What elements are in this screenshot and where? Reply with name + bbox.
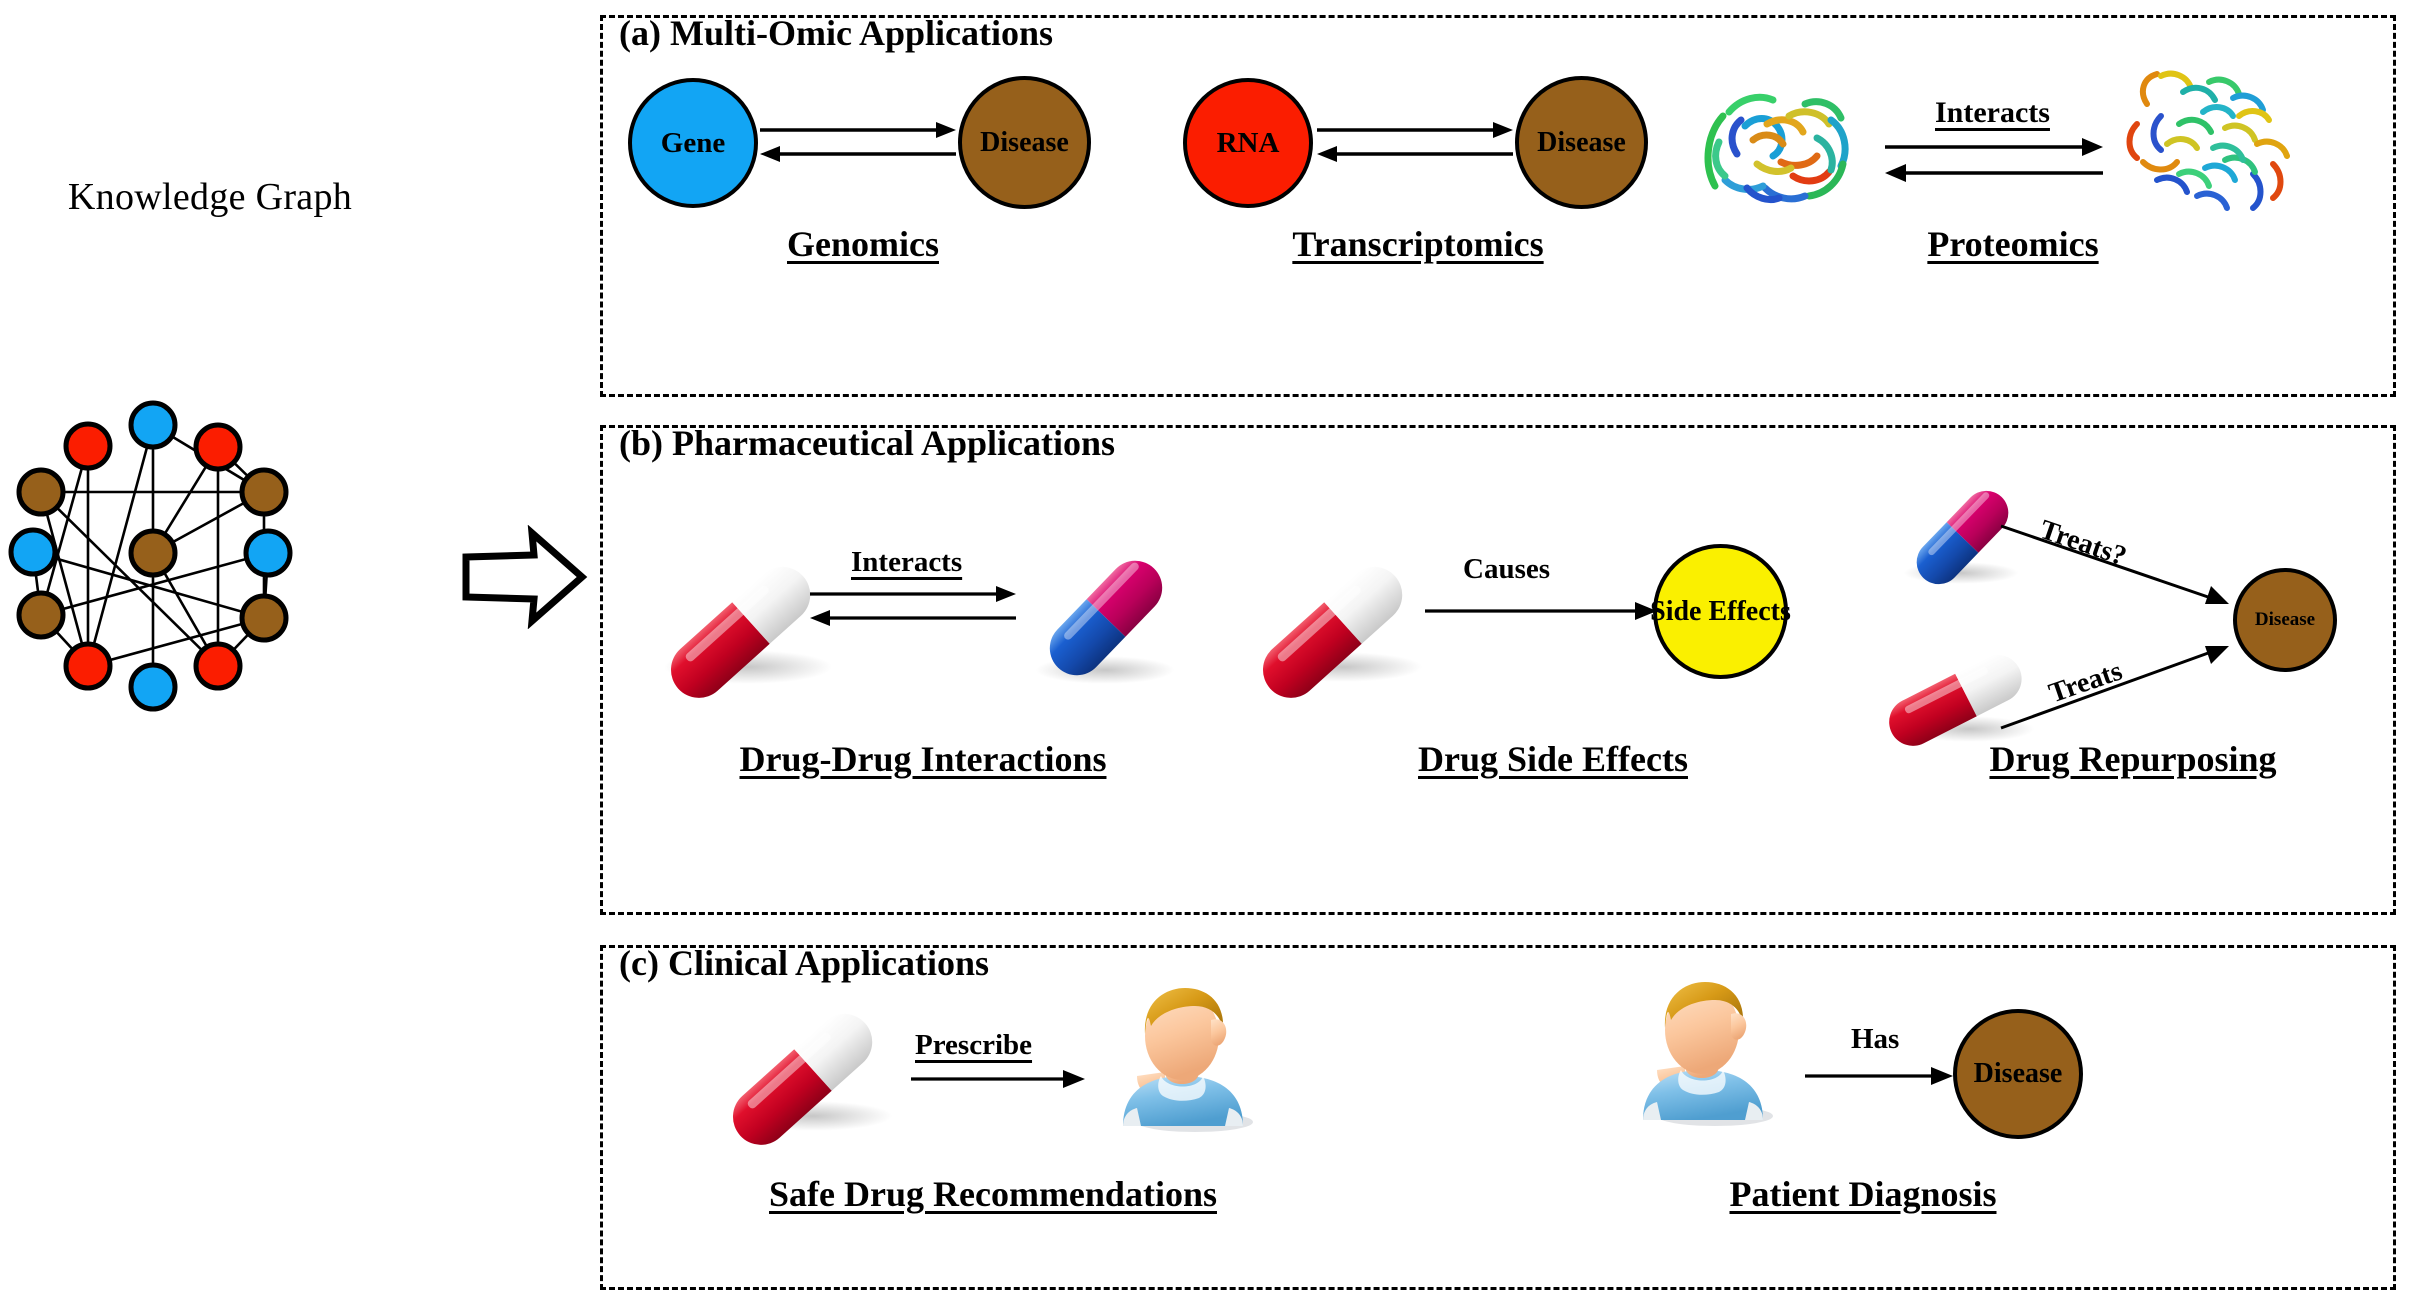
relation-label-interacts-proteomics: Interacts (1935, 96, 2050, 129)
knowledge-graph-node (63, 421, 113, 471)
arrow-drug-side-effects (1425, 602, 1657, 620)
node-disease-genomics-label: Disease (980, 126, 1069, 158)
knowledge-graph-canvas (8, 400, 293, 712)
capsule-pink-blue-icon (1885, 460, 2040, 615)
node-gene-label: Gene (660, 126, 726, 159)
relation-label-has: Has (1851, 1023, 1900, 1055)
arrow-repurpose-treats-question (2000, 524, 2229, 604)
node-side-effects-label: Side Effects (1650, 595, 1791, 627)
knowledge-graph-node (239, 467, 289, 517)
capsule-red-white-icon (1243, 523, 1443, 723)
panel-clinical: (c) Clinical Applications Prescribe (600, 943, 2396, 1290)
capsule-pink-blue-icon (1011, 523, 1201, 713)
knowledge-graph-edge (40, 551, 269, 617)
arrow-repurpose-treats (2000, 646, 2229, 730)
protein-structure-right-icon (2113, 64, 2313, 224)
capsule-red-white-icon (713, 970, 913, 1170)
arrow-protein-protein (1885, 138, 2103, 182)
relation-label-causes: Causes (1463, 553, 1551, 585)
node-disease-transcriptomics: Disease (1515, 76, 1648, 209)
node-disease-diagnosis-label: Disease (1973, 1058, 2063, 1089)
knowledge-graph: Knowledge Graph (0, 175, 560, 795)
node-disease-transcriptomics-label: Disease (1537, 126, 1626, 158)
arrow-drug-drug (810, 586, 1016, 626)
knowledge-graph-title: Knowledge Graph (67, 176, 353, 218)
arrow-gene-disease (760, 122, 956, 162)
knowledge-graph-node (8, 527, 58, 577)
knowledge-graph-node (128, 662, 178, 712)
caption-drug-side-effects: Drug Side Effects (1418, 739, 1688, 779)
knowledge-graph-node (16, 467, 66, 517)
knowledge-graph-node (128, 400, 178, 450)
knowledge-graph-edge (86, 424, 155, 667)
node-rna-label: RNA (1216, 126, 1280, 159)
patient-avatar-icon (1623, 970, 1783, 1130)
knowledge-graph-node (63, 641, 113, 691)
panel-b-title: (b) Pharmaceutical Applications (619, 423, 1115, 463)
knowledge-graph-edge (39, 445, 90, 616)
node-disease-repurposing-label: Disease (2254, 609, 2316, 630)
knowledge-graph-node (239, 593, 289, 643)
arrow-has-disease (1805, 1067, 1953, 1085)
protein-structure-left-icon (1693, 68, 1873, 218)
node-gene: Gene (628, 78, 758, 208)
node-disease-repurposing: Disease (2233, 568, 2337, 672)
panel-c-title: (c) Clinical Applications (619, 943, 990, 983)
knowledge-graph-node (243, 528, 293, 578)
knowledge-graph-node (193, 641, 243, 691)
knowledge-graph-node (128, 528, 178, 578)
knowledge-graph-edge (87, 616, 265, 668)
node-rna: RNA (1183, 78, 1313, 208)
node-disease-diagnosis: Disease (1953, 1009, 2083, 1139)
knowledge-graph-edge (39, 491, 90, 667)
relation-label-interacts-drugs: Interacts (851, 546, 963, 578)
arrow-rna-disease (1317, 122, 1513, 162)
panel-multi-omic: (a) Multi-Omic Applications Gene Disease… (600, 13, 2396, 397)
capsule-red-white-icon (1881, 610, 2051, 780)
caption-drug-drug-interactions: Drug-Drug Interactions (739, 739, 1107, 779)
caption-patient-diagnosis: Patient Diagnosis (1729, 1174, 1997, 1214)
node-side-effects: Side Effects (1650, 544, 1791, 679)
capsule-red-white-icon (651, 523, 851, 723)
caption-proteomics: Proteomics (1927, 224, 2099, 264)
knowledge-graph-node (16, 590, 66, 640)
panel-a-title: (a) Multi-Omic Applications (619, 13, 1053, 53)
caption-genomics: Genomics (787, 224, 939, 264)
panel-pharmaceutical: (b) Pharmaceutical Applications (600, 423, 2396, 915)
caption-safe-drug-recommendations: Safe Drug Recommendations (769, 1174, 1217, 1214)
node-disease-genomics: Disease (958, 76, 1091, 209)
block-arrow-right-icon (462, 525, 588, 629)
arrow-prescribe (911, 1070, 1085, 1088)
caption-drug-repurposing: Drug Repurposing (1989, 739, 2277, 779)
caption-transcriptomics: Transcriptomics (1292, 224, 1544, 264)
relation-label-prescribe: Prescribe (915, 1029, 1033, 1061)
patient-avatar-icon (1103, 976, 1263, 1136)
knowledge-graph-node (193, 422, 243, 472)
